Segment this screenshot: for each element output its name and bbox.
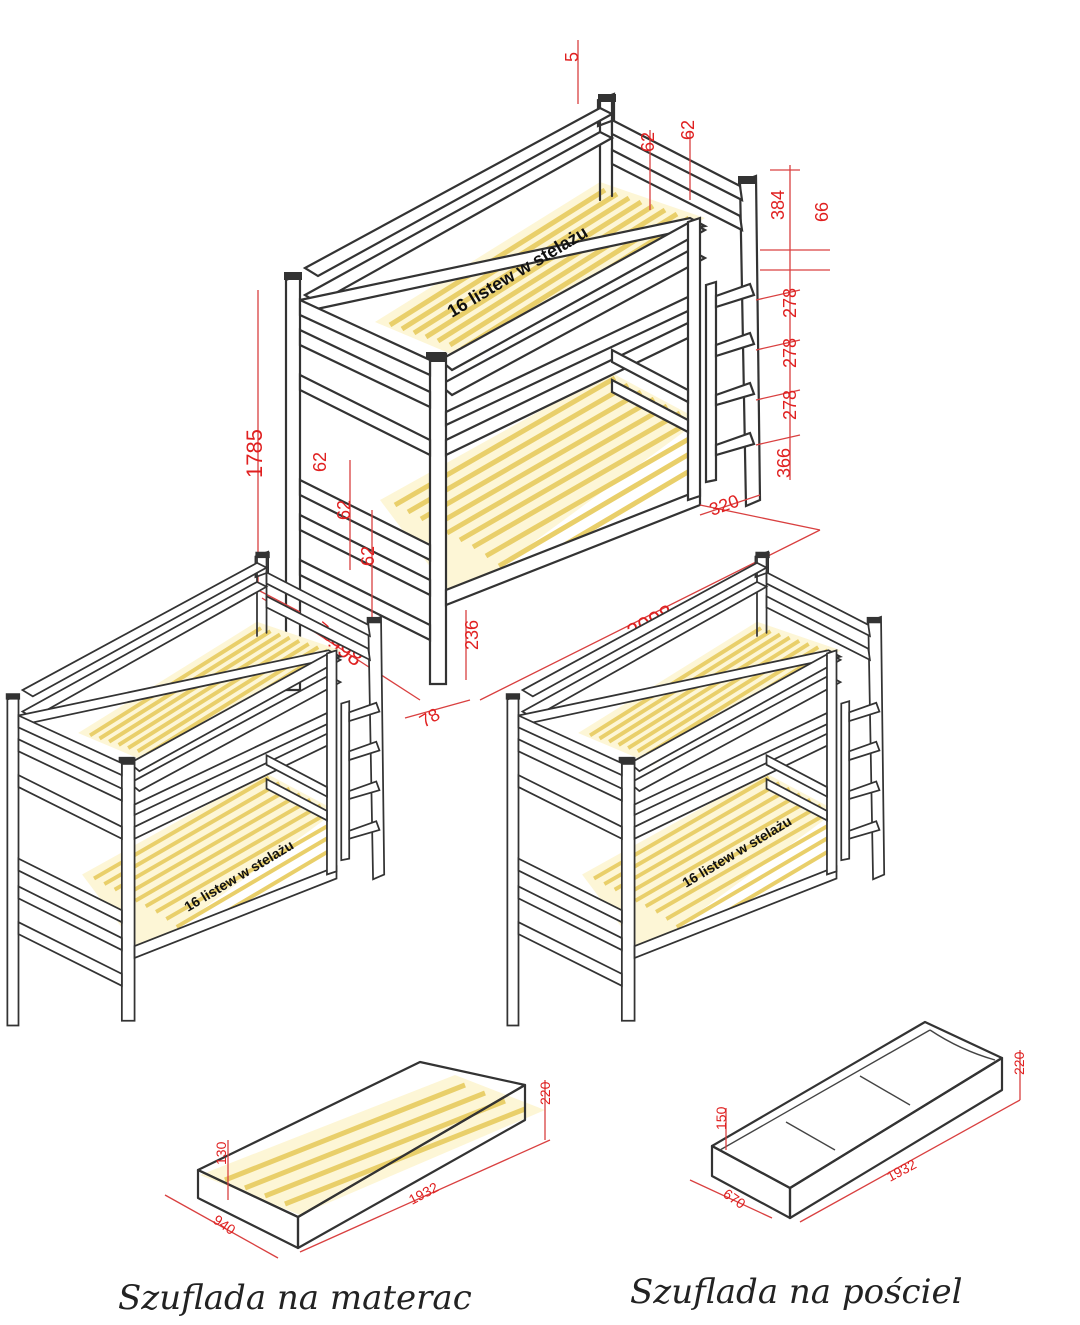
dim-220-right: 220 — [1011, 1051, 1027, 1075]
dim-1785: 1785 — [242, 429, 267, 478]
right-bed-drawing — [503, 549, 887, 1028]
dim-62-low-b: 62 — [334, 500, 354, 520]
bedding-drawer — [710, 1020, 1004, 1220]
dim-236: 236 — [462, 620, 482, 650]
left-dimensions — [164, 1080, 551, 1259]
dim-130: 130 — [213, 1141, 229, 1165]
top-dimensions — [257, 40, 830, 719]
dim-62-top-b: 62 — [678, 120, 698, 140]
dim-320: 320 — [707, 491, 742, 520]
dim-278-b: 278 — [780, 338, 800, 368]
caption-mattress-drawer: Szuflada na materac — [118, 1278, 472, 1318]
right-dimension-labels: 220 150 670 1932 — [713, 1051, 1027, 1212]
dim-62-top-a: 62 — [638, 132, 658, 152]
right-dimensions — [689, 1050, 1021, 1223]
dim-66: 66 — [812, 202, 832, 222]
dim-150: 150 — [713, 1106, 729, 1130]
dim-366: 366 — [774, 448, 794, 478]
caption-bedding-drawer: Szuflada na pościel — [630, 1272, 963, 1312]
dim-220-left: 220 — [537, 1081, 553, 1105]
left-dimension-labels: 220 130 940 1932 — [210, 1081, 553, 1238]
dim-384: 384 — [768, 190, 788, 220]
dim-62-low-c: 62 — [358, 546, 378, 566]
dim-670: 670 — [720, 1185, 748, 1212]
dim-1932-right: 1932 — [884, 1156, 919, 1185]
dim-278-a: 278 — [780, 288, 800, 318]
dim-5: 5 — [562, 52, 582, 62]
dim-62-low-a: 62 — [310, 452, 330, 472]
dim-278-c: 278 — [780, 390, 800, 420]
